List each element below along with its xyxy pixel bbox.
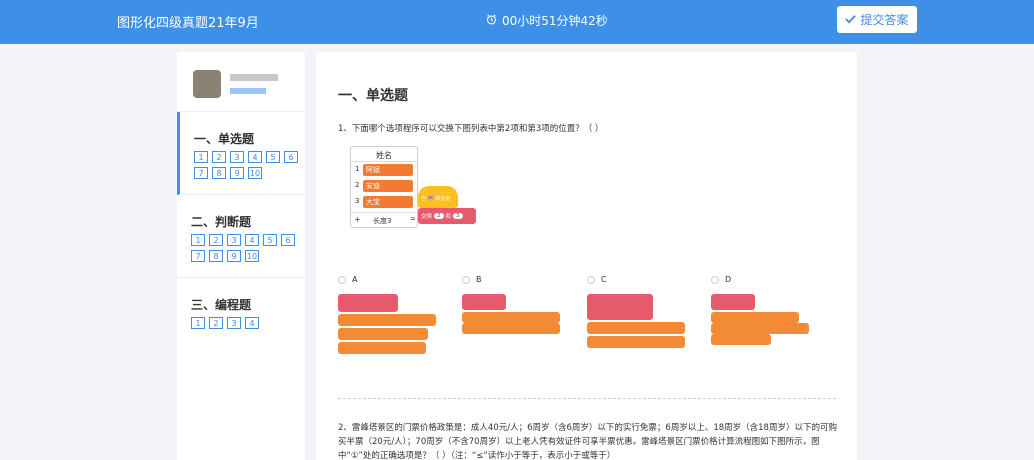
alarm-clock-icon <box>486 14 497 28</box>
question-number-button[interactable]: 6 <box>284 151 298 163</box>
submit-answers-button[interactable]: 提交答案 <box>837 6 917 33</box>
option-d[interactable]: D <box>711 275 731 284</box>
question-number-button[interactable]: 1 <box>191 317 205 329</box>
list-monitor: 姓名 1 阿斌 2 安迪 3 大宝 + 长度3 = <box>350 146 418 228</box>
question-number-button[interactable]: 5 <box>263 234 277 246</box>
nav-section-title: 一、单选题 <box>194 132 255 146</box>
nav-section-title: 二、判断题 <box>191 215 252 229</box>
list-row: 3 大宝 <box>355 196 415 208</box>
question-number-button[interactable]: 10 <box>245 250 259 262</box>
question-number-button[interactable]: 8 <box>212 167 226 179</box>
question-number-button[interactable]: 3 <box>227 317 241 329</box>
option-c-code-image <box>587 294 687 349</box>
question-panel: 一、单选题 1、下面哪个选项程序可以交换下图列表中第2项和第3项的位置？（ ） … <box>316 52 857 460</box>
timer-text: 00小时51分钟42秒 <box>502 14 608 28</box>
event-hat-block: 当 🏁 被点击 <box>418 186 458 208</box>
option-b-code-image <box>462 294 562 334</box>
question-number-button[interactable]: 3 <box>227 234 241 246</box>
option-radio[interactable] <box>711 275 719 284</box>
exam-title: 图形化四级真题21年9月 <box>117 16 259 31</box>
option-c[interactable]: C <box>587 275 607 284</box>
question-number-button[interactable]: 7 <box>194 167 208 179</box>
question-number-button[interactable]: 4 <box>248 151 262 163</box>
question-2-text: 2、雷峰塔景区的门票价格政策是：成人40元/人；6周岁（含6周岁）以下的实行免票… <box>338 423 837 460</box>
option-a[interactable]: A <box>338 275 357 284</box>
question-number-button[interactable]: 2 <box>209 317 223 329</box>
list-header: 姓名 <box>376 151 392 160</box>
list-add-icon: + <box>354 215 361 224</box>
question-number-button[interactable]: 10 <box>248 167 262 179</box>
question-number-button[interactable]: 2 <box>212 151 226 163</box>
question-number-button[interactable]: 8 <box>209 250 223 262</box>
question-number-button[interactable]: 5 <box>266 151 280 163</box>
option-d-code-image <box>711 294 811 346</box>
user-name-redacted <box>230 74 278 81</box>
question-number-button[interactable]: 4 <box>245 317 259 329</box>
section-heading: 一、单选题 <box>338 88 408 104</box>
user-profile <box>177 52 305 112</box>
question-number-button[interactable]: 9 <box>227 250 241 262</box>
question-divider <box>338 398 836 399</box>
question-number-button[interactable]: 1 <box>191 234 205 246</box>
option-radio[interactable] <box>338 275 346 284</box>
list-resize-handle: = <box>410 215 416 223</box>
checkmark-icon <box>845 13 857 27</box>
question-1-text: 1、下面哪个选项程序可以交换下图列表中第2项和第3项的位置？（ ） <box>338 124 604 134</box>
swap-list-items-block: 交换 2 和 3 <box>418 208 476 224</box>
option-a-code-image <box>338 294 438 354</box>
question-number-button[interactable]: 1 <box>194 151 208 163</box>
submit-label: 提交答案 <box>860 13 909 27</box>
avatar <box>193 70 221 98</box>
user-id-redacted <box>230 88 266 94</box>
question-number-button[interactable]: 2 <box>209 234 223 246</box>
list-row: 2 安迪 <box>355 180 415 192</box>
question-number-button[interactable]: 9 <box>230 167 244 179</box>
option-radio[interactable] <box>587 275 595 284</box>
option-b[interactable]: B <box>462 275 482 284</box>
question-number-button[interactable]: 4 <box>245 234 259 246</box>
question-number-button[interactable]: 7 <box>191 250 205 262</box>
countdown-timer: 00小时51分钟42秒 <box>486 12 608 29</box>
list-length: 长度3 <box>373 217 392 225</box>
nav-section-title: 三、编程题 <box>191 298 252 312</box>
top-bar: 图形化四级真题21年9月 00小时51分钟42秒 提交答案 <box>0 0 1034 44</box>
list-row: 1 阿斌 <box>355 164 415 176</box>
question-number-button[interactable]: 6 <box>281 234 295 246</box>
option-radio[interactable] <box>462 275 470 284</box>
question-number-button[interactable]: 3 <box>230 151 244 163</box>
